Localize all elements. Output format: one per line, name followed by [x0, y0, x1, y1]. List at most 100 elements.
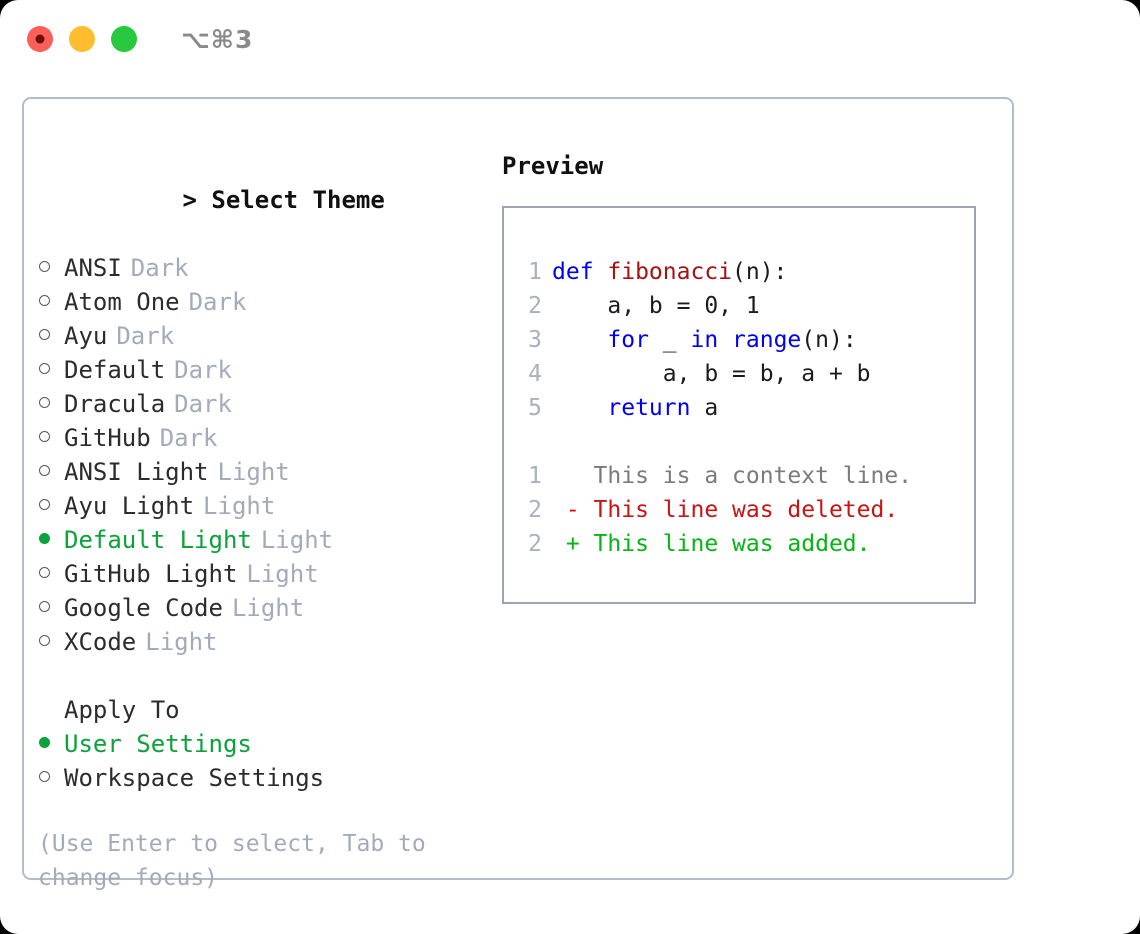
- theme-list-item[interactable]: Ayu Dark: [38, 319, 486, 353]
- code-token: range: [732, 327, 802, 353]
- code-token: [552, 395, 607, 421]
- bullet-glyph: [39, 295, 50, 306]
- line-number: 3: [528, 327, 542, 353]
- theme-name-label: Dracula: [64, 390, 166, 418]
- line-number: 5: [528, 395, 542, 421]
- code-token: + This line was added.: [552, 531, 871, 557]
- preview-gap: [520, 425, 974, 459]
- bullet-glyph: [39, 601, 50, 612]
- select-theme-title: Select Theme: [211, 186, 385, 214]
- theme-variant-badge: Light: [246, 560, 319, 588]
- code-token: a: [690, 395, 719, 421]
- theme-list-item[interactable]: Ayu Light Light: [38, 489, 486, 523]
- diff-line: 1 This is a context line.: [520, 459, 974, 493]
- theme-name-label: Atom One: [64, 288, 180, 316]
- theme-variant-badge: Light: [260, 526, 334, 554]
- theme-variant-badge: Light: [217, 458, 290, 486]
- line-number: 1: [528, 463, 542, 489]
- code-token: def: [552, 259, 608, 285]
- apply-to-item[interactable]: Workspace Settings: [38, 761, 486, 795]
- diff-line: 2 + This line was added.: [520, 527, 974, 561]
- theme-list-item[interactable]: GitHub Light Light: [38, 557, 486, 591]
- bullet-glyph: [39, 431, 50, 442]
- theme-variant-badge: Dark: [159, 424, 218, 452]
- theme-name-label: ANSI: [64, 254, 122, 282]
- theme-list-item[interactable]: Default Light Light: [38, 523, 486, 557]
- code-token: return: [607, 395, 691, 421]
- bullet-glyph: [39, 363, 50, 374]
- theme-list-item[interactable]: Atom One Dark: [38, 285, 486, 319]
- code-token: a, b = 0, 1: [552, 293, 760, 319]
- bullet-glyph: [39, 737, 50, 748]
- line-number: 2: [528, 497, 542, 523]
- code-token: (n):: [732, 259, 788, 285]
- theme-name-label: GitHub: [64, 424, 151, 452]
- theme-name-label: Default Light: [64, 526, 252, 554]
- bullet-glyph: [39, 533, 50, 544]
- theme-variant-badge: Light: [231, 594, 305, 622]
- theme-name-label: Ayu: [64, 322, 108, 350]
- theme-variant-badge: Dark: [116, 322, 175, 350]
- code-token: [552, 327, 607, 353]
- window-titlebar: ⌥⌘3: [0, 0, 1140, 78]
- code-line: 1 def fibonacci(n):: [520, 255, 974, 289]
- bullet-glyph: [39, 635, 50, 646]
- apply-to-item[interactable]: User Settings: [38, 727, 486, 761]
- bullet-glyph: [39, 771, 50, 782]
- theme-list-item[interactable]: XCode Light: [38, 625, 486, 659]
- code-token: This is a context line.: [552, 463, 913, 489]
- theme-list-item[interactable]: Dracula Dark: [38, 387, 486, 421]
- code-line: 5 return a: [520, 391, 974, 425]
- code-token: _: [648, 327, 691, 353]
- line-number: 2: [528, 531, 542, 557]
- window-shortcut-label: ⌥⌘3: [181, 24, 254, 54]
- maximize-button-icon[interactable]: [111, 26, 137, 52]
- list-spacer: [38, 659, 486, 693]
- theme-variant-badge: Light: [203, 492, 276, 520]
- code-token: fibonacci: [607, 259, 733, 285]
- theme-variant-badge: Dark: [174, 356, 232, 384]
- diff-sample-block: 1 This is a context line.2 - This line w…: [520, 459, 974, 561]
- theme-name-label: Ayu Light: [64, 492, 195, 520]
- theme-variant-badge: Dark: [174, 390, 232, 418]
- theme-list-item[interactable]: ANSI Dark: [38, 251, 486, 285]
- line-number: 1: [528, 259, 542, 285]
- close-button-icon[interactable]: [27, 26, 53, 52]
- code-token: in: [690, 327, 719, 353]
- code-line: 2 a, b = 0, 1: [520, 289, 974, 323]
- diff-line: 2 - This line was deleted.: [520, 493, 974, 527]
- code-token: for: [607, 327, 649, 353]
- apply-to-label: User Settings: [64, 730, 252, 758]
- line-number: 4: [528, 361, 542, 387]
- apply-to-label: Workspace Settings: [64, 764, 325, 792]
- keyboard-hint-text: (Use Enter to select, Tab to change focu…: [38, 831, 440, 891]
- theme-name-label: ANSI Light: [64, 458, 209, 486]
- bullet-glyph: [39, 329, 50, 340]
- apply-to-heading: Apply To: [64, 696, 180, 724]
- bullet-glyph: [39, 465, 50, 476]
- theme-name-label: XCode: [64, 628, 137, 656]
- preview-heading: Preview: [502, 152, 604, 180]
- theme-list-item[interactable]: GitHub Dark: [38, 421, 486, 455]
- theme-name-label: GitHub Light: [64, 560, 238, 588]
- minimize-button-icon[interactable]: [69, 26, 95, 52]
- line-number: 2: [528, 293, 542, 319]
- traffic-light-group: [27, 26, 137, 52]
- theme-list-item[interactable]: ANSI Light Light: [38, 455, 486, 489]
- code-line: 4 a, b = b, a + b: [520, 357, 974, 391]
- theme-variant-badge: Dark: [188, 288, 247, 316]
- theme-variant-badge: Light: [145, 628, 218, 656]
- code-line: 3 for _ in range(n):: [520, 323, 974, 357]
- caret-prompt-icon: >: [182, 186, 197, 214]
- theme-variant-badge: Dark: [130, 254, 189, 282]
- bullet-glyph: [39, 567, 50, 578]
